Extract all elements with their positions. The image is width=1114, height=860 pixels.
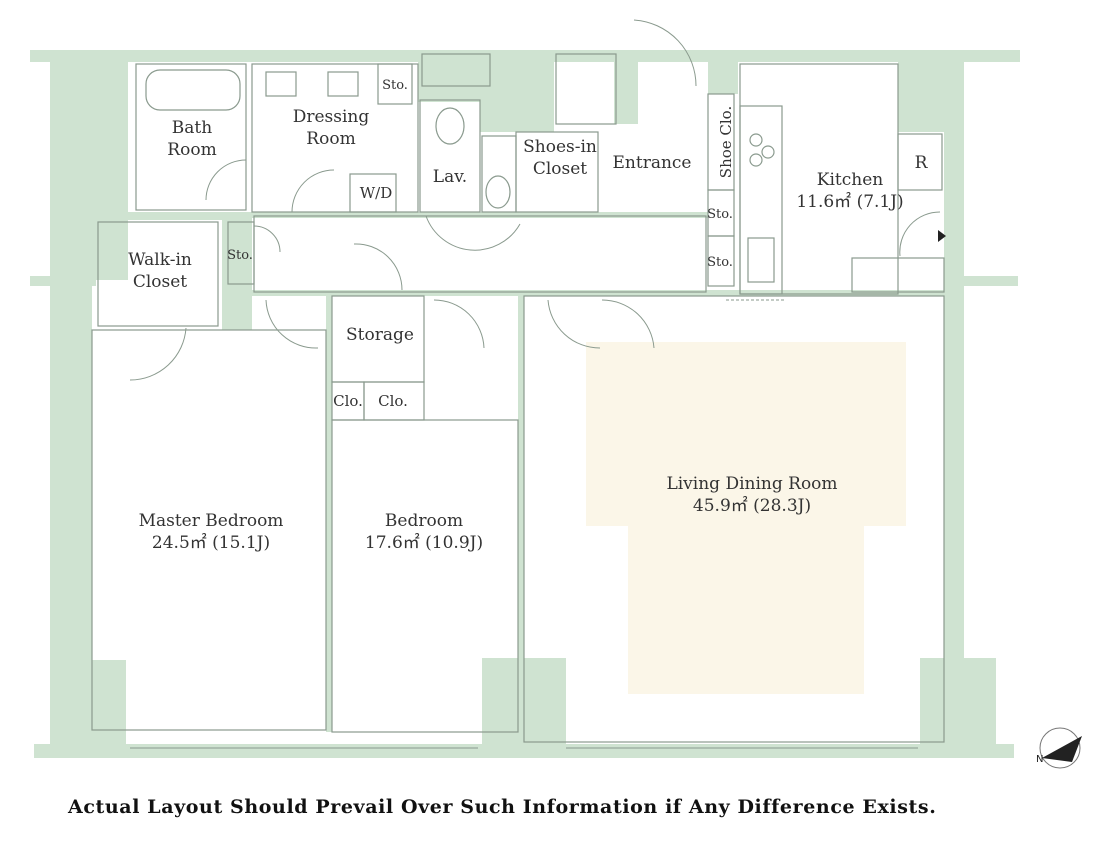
- wall-right-stub: [962, 276, 1018, 286]
- burner-2: [761, 145, 775, 159]
- door-sto-hall: [253, 225, 281, 253]
- north-arrow-icon: N: [1036, 727, 1082, 769]
- wall-left-stub: [30, 276, 96, 286]
- disclaimer-text: Actual Layout Should Prevail Over Such I…: [68, 796, 937, 818]
- sto-3-outline: [707, 235, 735, 287]
- core-wall-lav: [418, 62, 482, 102]
- bedroom-outline: [331, 419, 519, 733]
- core-wall-kitchen: [708, 62, 738, 94]
- partition-bedroom-right: [518, 294, 524, 658]
- label-wd: W/D: [360, 184, 393, 202]
- door-master: [265, 299, 319, 349]
- door-lav: [425, 215, 521, 251]
- label-storage: Storage: [346, 325, 414, 345]
- door-entrance: [633, 19, 697, 87]
- label-refrigerator: R: [915, 153, 929, 173]
- door-kitchen: [899, 211, 941, 257]
- door-living-1: [547, 299, 601, 349]
- right-column-top: [898, 50, 964, 132]
- walkin-outline: [97, 221, 219, 327]
- door-hall: [353, 243, 403, 291]
- label-lav: Lav.: [433, 167, 467, 187]
- door-bedroom: [433, 299, 485, 349]
- lav-outline: [419, 99, 481, 213]
- partition-core-left: [92, 62, 128, 212]
- windows: [130, 299, 918, 749]
- sto-box-1: [377, 63, 413, 105]
- core-wall-shoes: [480, 62, 554, 132]
- lav-sink: [481, 135, 517, 213]
- left-wall: [50, 280, 92, 660]
- entry-box: [555, 53, 617, 125]
- bottom-wall: [34, 744, 1014, 758]
- top-wall: [30, 50, 1020, 62]
- entry-box-2: [421, 53, 491, 87]
- living-outline: [523, 295, 945, 743]
- partition-hall-bottom: [230, 290, 950, 296]
- dressing-outline: [251, 63, 419, 213]
- room-outlines: [91, 53, 945, 743]
- living-floor-highlight: [586, 342, 906, 694]
- vanity-sink-1: [265, 71, 297, 97]
- core-wall-walkin-right: [222, 212, 252, 330]
- bathtub: [145, 69, 241, 111]
- label-sto-hall: Sto.: [227, 248, 253, 263]
- fridge-box: [897, 133, 943, 191]
- bath-outline: [135, 63, 247, 211]
- door-living-2: [601, 299, 655, 349]
- kitchen-counter: [739, 105, 783, 295]
- core-wall-bath: [128, 212, 250, 220]
- right-wall: [944, 132, 964, 662]
- burner-3: [749, 153, 763, 167]
- label-clo-1: Clo.: [333, 392, 363, 410]
- master-outline: [91, 329, 327, 731]
- vanity-sink-2: [327, 71, 359, 97]
- left-column-bottom: [50, 660, 126, 746]
- label-clo-2: Clo.: [378, 392, 408, 410]
- label-entrance: Entrance: [613, 153, 692, 173]
- door-walkin: [129, 327, 187, 381]
- burner-1: [749, 133, 763, 147]
- toilet: [435, 107, 465, 145]
- partition-bedroom-left: [326, 294, 332, 732]
- door-dressing: [291, 169, 335, 213]
- core-wall-hall: [250, 212, 708, 218]
- label-sto-1: Sto.: [382, 78, 408, 93]
- lav-basin: [485, 175, 511, 209]
- label-sto-3: Sto.: [707, 255, 733, 270]
- core-wall-entry: [614, 62, 638, 124]
- kitchen-sink: [747, 237, 775, 283]
- shoes-closet-outline: [515, 131, 599, 213]
- right-column-bottom: [920, 658, 996, 748]
- label-sto-2: Sto.: [707, 207, 733, 222]
- label-shoe-clo: Shoe Clo.: [717, 106, 735, 178]
- island-counter: [851, 257, 945, 293]
- entry-arrow-icon: [938, 230, 946, 242]
- door-bath: [205, 159, 247, 201]
- wd-box: [349, 173, 397, 213]
- hallway-outline: [253, 215, 707, 293]
- door-swings: [129, 19, 941, 381]
- north-letter: N: [1036, 754, 1043, 765]
